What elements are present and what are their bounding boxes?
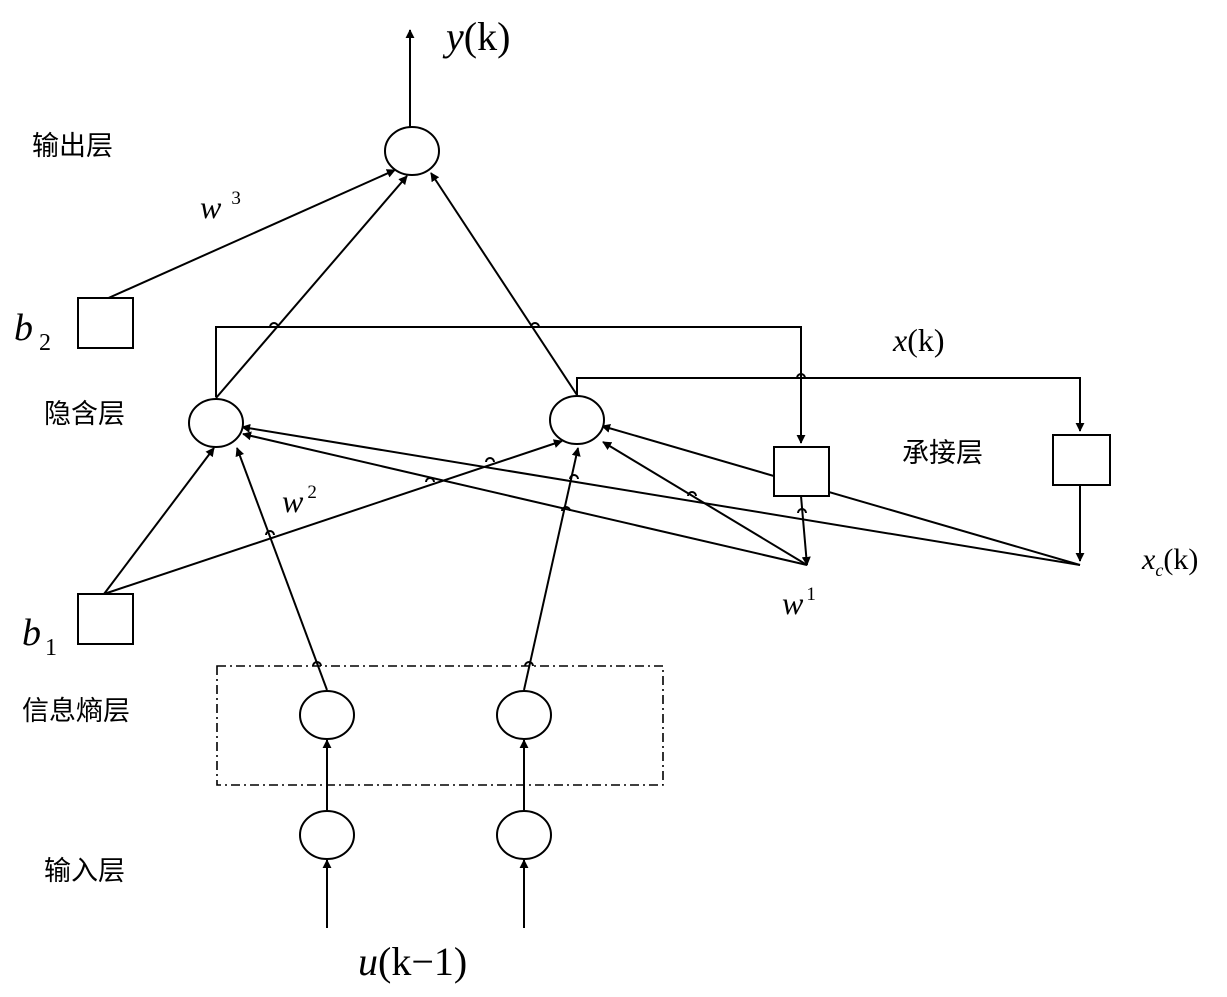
crossing-hop (269, 322, 279, 328)
bias-b2-box (77, 297, 134, 349)
hidden-node-2 (549, 395, 605, 445)
output-layer-label: 输出层 (32, 131, 113, 162)
hidden2-to-output-edge (430, 172, 578, 396)
context-box-2 (1052, 434, 1111, 486)
hidden2-feedback-line (576, 377, 1085, 432)
b1-to-hidden2-edge (103, 439, 563, 595)
xk-label: x(k) (892, 322, 945, 358)
crossing-hop (265, 530, 275, 536)
entropy1-to-hidden1-edge (235, 447, 328, 691)
hidden-layer-label: 隐含层 (44, 399, 125, 430)
b2-to-output-edge (103, 169, 396, 301)
output-y-label: y(k) (442, 14, 510, 59)
crossing-hop (530, 322, 540, 328)
input-layer-label: 输入层 (44, 856, 125, 887)
input-node-2 (496, 810, 552, 860)
hidden-node-1 (188, 398, 244, 448)
w1-to-hidden1-edge (242, 431, 808, 566)
entropy-node-1 (299, 690, 355, 740)
hidden1-to-output-edge (215, 175, 408, 399)
crossing-hop (524, 661, 534, 667)
crossing-hop (796, 373, 806, 379)
context-layer-label: 承接层 (902, 438, 983, 469)
crossing-hop (797, 508, 807, 514)
hidden1-feedback-line (215, 326, 806, 444)
nodes (77, 126, 1111, 860)
entropy-layer-label: 信息熵层 (22, 696, 130, 727)
crossing-hop (425, 477, 435, 483)
xc-to-hidden1-edge (241, 423, 1081, 566)
input-u-label: u(k−1) (358, 939, 467, 984)
crossing-hop (312, 661, 322, 667)
bias-b1-box (77, 593, 134, 645)
crossing-hop (569, 474, 579, 480)
entropy-node-2 (496, 690, 552, 740)
connections (103, 29, 1085, 928)
xc-to-hidden2-edge (601, 423, 1081, 566)
entropy-layer-box (216, 665, 664, 786)
crossing-hop (687, 491, 697, 497)
crossing-hop (561, 506, 571, 512)
b1-to-hidden1-edge (103, 447, 215, 595)
xc-label: xc(k) (1141, 543, 1198, 580)
entropy2-to-hidden2-edge (523, 447, 581, 691)
crossing-hop (485, 457, 495, 463)
context-box-1 (773, 446, 830, 497)
context1-down-edge (800, 495, 811, 566)
input-node-1 (299, 810, 355, 860)
output-node (384, 126, 440, 176)
